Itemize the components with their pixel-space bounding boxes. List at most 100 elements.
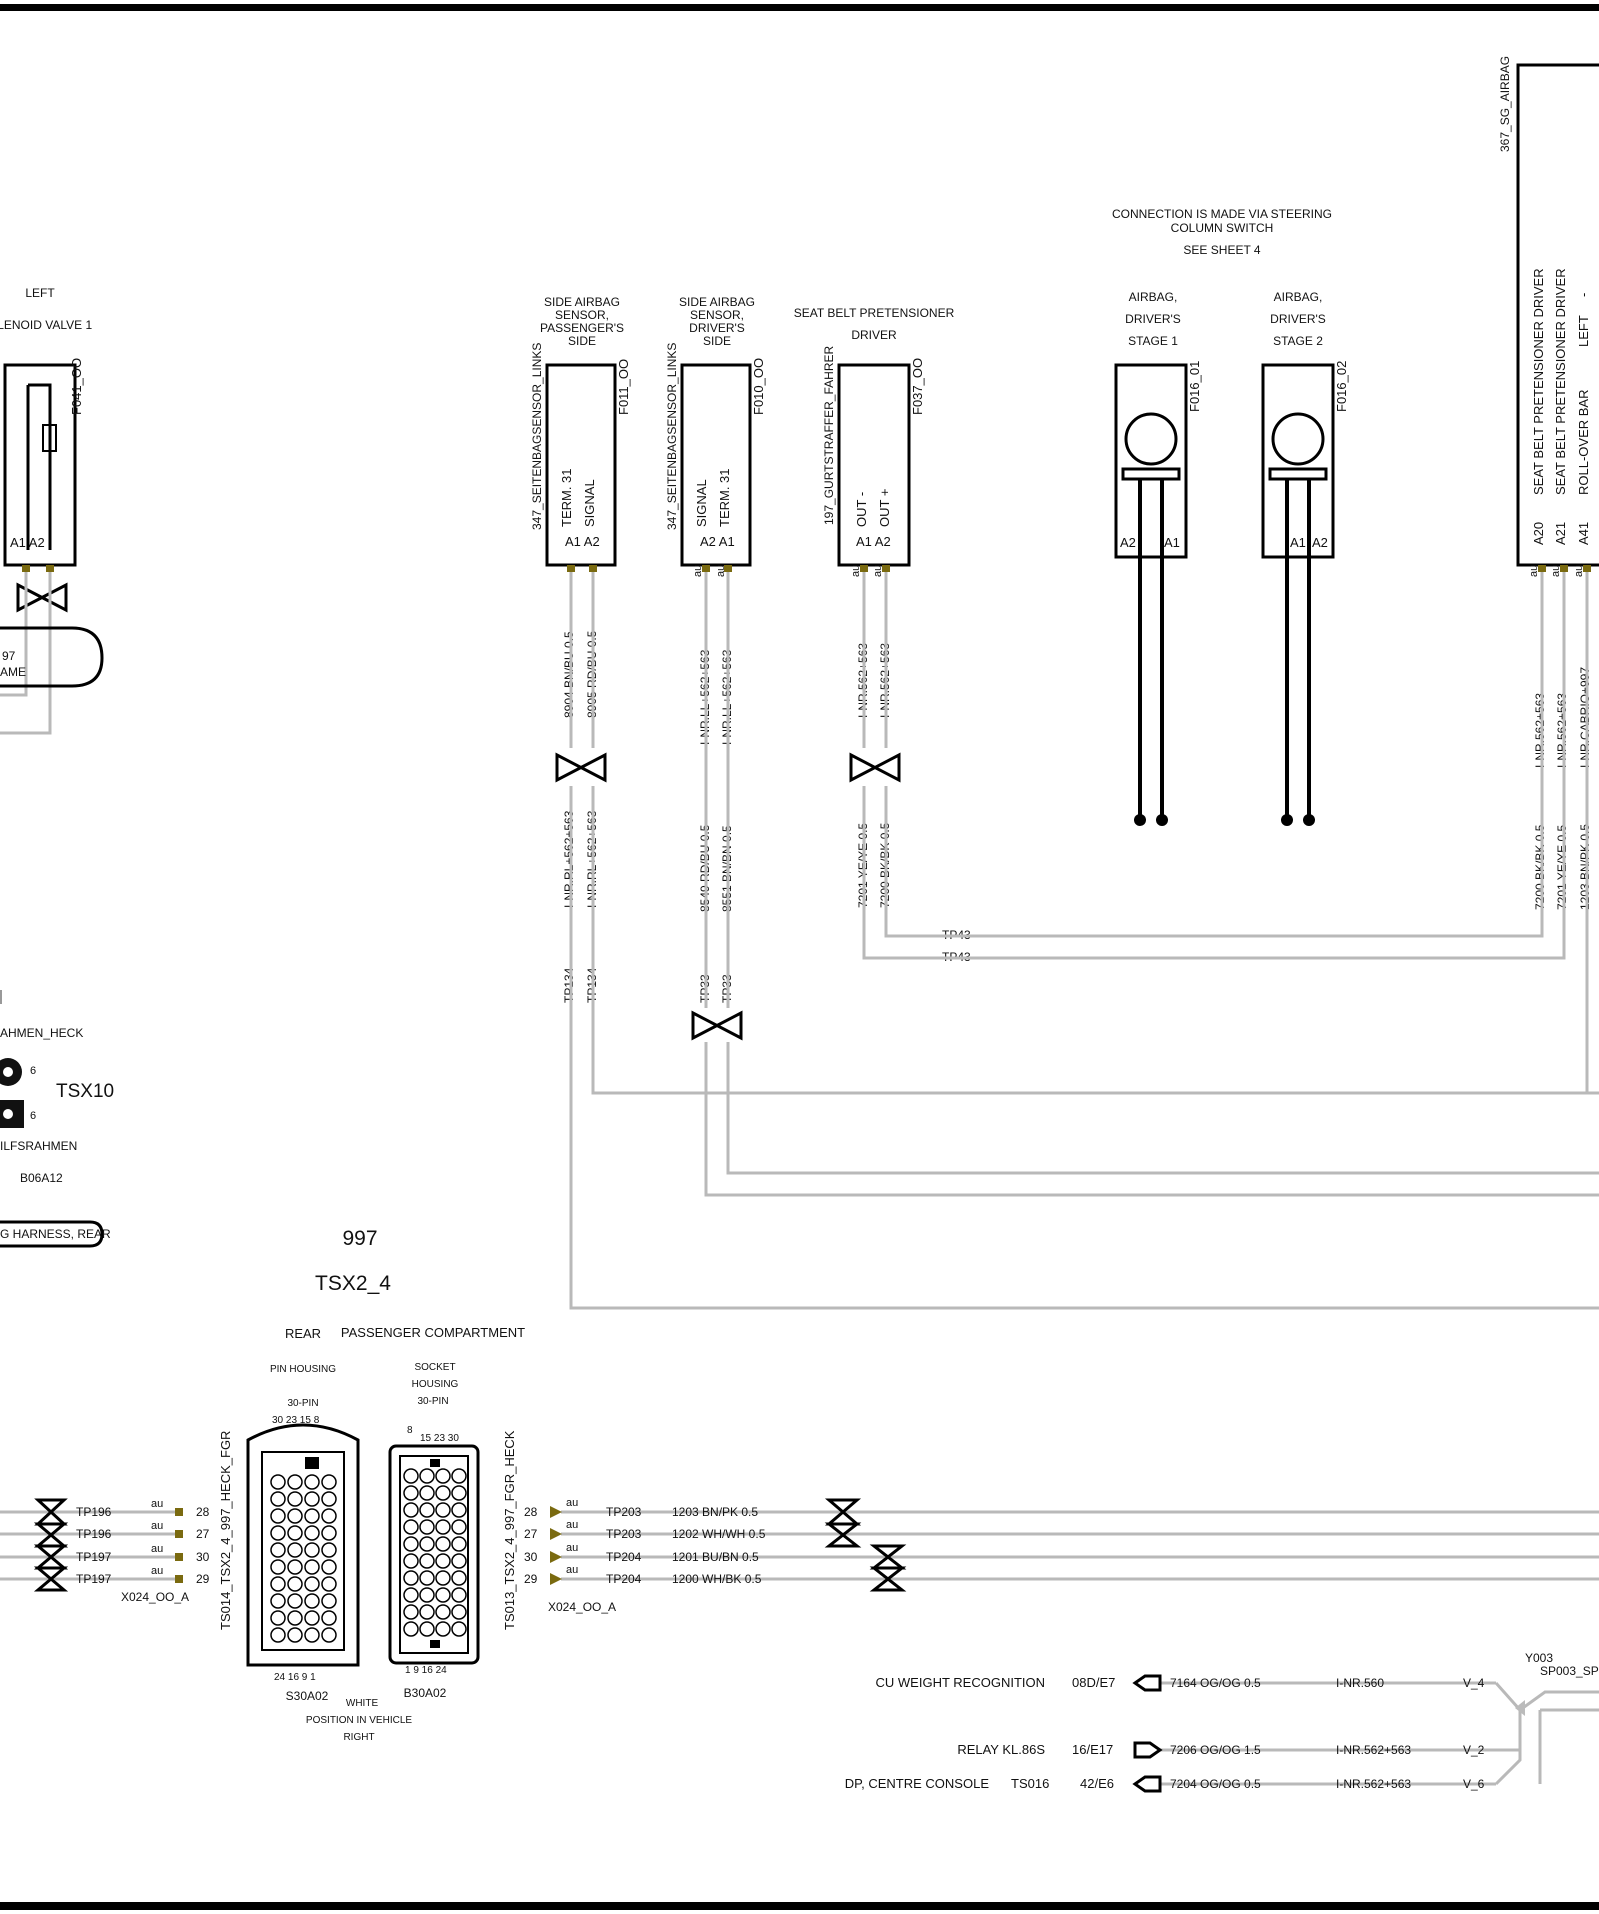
comp-347-driver: 347_SEITENBAGSENSOR_LINKS [665,343,679,530]
cavity [419,1468,435,1484]
rahmen-heck-label: AHMEN_HECK [0,1026,83,1040]
dp-code: 42/E6 [1080,1776,1114,1791]
cavity [451,1604,467,1620]
seat-belt-line1: SEAT BELT PRETENSIONER [794,306,955,320]
sq2-a2: A2 [1312,535,1328,550]
socket-housing-key-top [430,1459,440,1467]
squib1-bulb-icon [1124,412,1178,466]
airbag1-line1: AIRBAG, [1129,290,1178,304]
tp203-b: TP203 [606,1527,642,1541]
au-left-29: au [151,1565,163,1577]
pin-left-30 [175,1553,183,1561]
pin-numbers-top-left: 30 23 15 8 [272,1415,320,1426]
socket-housing-key-bottom [430,1640,440,1648]
dp-arrow-in-icon [1132,1775,1162,1793]
cavity [419,1570,435,1586]
seat-belt-line2: DRIVER [851,328,897,342]
wire-routes [569,572,1599,1310]
cavity [270,1491,286,1507]
tsx10-plug-bottom-hole [3,1109,13,1119]
cavity [435,1553,451,1569]
wire-1201: 1201 BU/BN 0.5 [672,1550,759,1564]
position-in-vehicle-label: POSITION IN VEHICLE [306,1715,412,1726]
tp196-a: TP196 [76,1505,112,1519]
squib1-end-a [1134,814,1146,826]
side-drv-box [680,363,752,567]
sg-a21: A21 [1553,522,1568,545]
side-airbag-driver-group: SIDE AIRBAG SENSOR, DRIVER'S SIDE 347_SE… [665,295,766,1041]
pin-pass-a1 [567,565,575,572]
wire-tp134-a [569,572,1599,1310]
right-harness-lines [561,1510,1599,1581]
au-sg-a20: au [1528,565,1540,577]
cavity [451,1502,467,1518]
cavity [270,1576,286,1592]
cavity [270,1627,286,1643]
cavity [270,1525,286,1541]
side-pass-box [545,363,617,567]
wire-tp43-a [862,572,1566,960]
left-bowtie-4 [33,1566,69,1592]
cavity [304,1474,320,1490]
cavity [419,1485,435,1501]
cavity [270,1474,286,1490]
squib1-base [1121,467,1181,481]
pin-numbers-top-right-b: 15 23 30 [420,1433,459,1444]
f041-label: F041_OO [69,358,84,415]
cu-weight-label: CU WEIGHT RECOGNITION [876,1675,1045,1690]
cavity [287,1559,303,1575]
au-sg-a41: au [1573,565,1585,577]
cavity [419,1519,435,1535]
pin-housing-key [305,1457,319,1469]
drv-bowtie [691,1010,743,1041]
pin-numbers-bottom-left: 24 16 9 1 [274,1672,316,1683]
cu-arrow-in-icon [1132,1674,1162,1692]
tsx2-4-label: TSX2_4 [315,1272,391,1295]
side-drv-line4: SIDE [703,334,731,348]
sg-pin-desc-2: SEAT BELT PRETENSIONER DRIVER [1553,268,1568,495]
pin-belt-a2 [882,565,890,572]
cavity [419,1604,435,1620]
cavity [419,1553,435,1569]
top-border [0,4,1599,11]
b06a12-label: B06A12 [20,1171,63,1185]
side-drv-line1: SIDE AIRBAG [679,295,755,309]
wire-tp33-b [726,572,1599,1175]
cavity [451,1519,467,1535]
squib2-end-b [1303,814,1315,826]
wire-tp43-b [884,572,1544,938]
sg-dash: - [1576,293,1591,297]
cavity [287,1593,303,1609]
cavity [451,1570,467,1586]
term31-b: TERM. 31 [717,468,732,527]
airbag-stage1-group: AIRBAG, DRIVER'S STAGE 1 F016_01 A2 A1 [1114,290,1202,826]
au-right-29: au [566,1564,578,1576]
airbag2-line2: DRIVER'S [1270,312,1326,326]
airbag-stage2-group: AIRBAG, DRIVER'S STAGE 2 F016_02 A1 A2 [1261,290,1349,826]
cavity [451,1485,467,1501]
tsx10-label: TSX10 [56,1081,114,1102]
left-harness-lines [0,1510,178,1581]
sg-a41: A41 [1576,522,1591,545]
term31-a: TERM. 31 [559,468,574,527]
cavity [304,1491,320,1507]
cavity [321,1627,337,1643]
cavity [304,1576,320,1592]
right-pin-28 [550,1506,562,1518]
f041-pins: A1 A2 [10,535,45,550]
cavity [287,1474,303,1490]
pin-sg-a20 [1538,565,1546,572]
cu-inr: I-NR.560 [1336,1676,1384,1690]
au-right-30: au [566,1542,578,1554]
splice-arrow-icon [1515,1700,1525,1716]
pin-sg-a41 [1583,565,1591,572]
cavity [270,1542,286,1558]
sg-pin-desc-3: ROLL-OVER BAR [1576,390,1591,495]
signal-a: SIGNAL [582,479,597,527]
cavity [321,1576,337,1592]
sg-inr-3: I-NR.CABRIO+997 [1578,667,1592,768]
pin-num-right-30: 30 [524,1550,538,1564]
squib1-leads [1138,479,1164,820]
cavity [403,1604,419,1620]
bottom-border [0,1902,1599,1910]
